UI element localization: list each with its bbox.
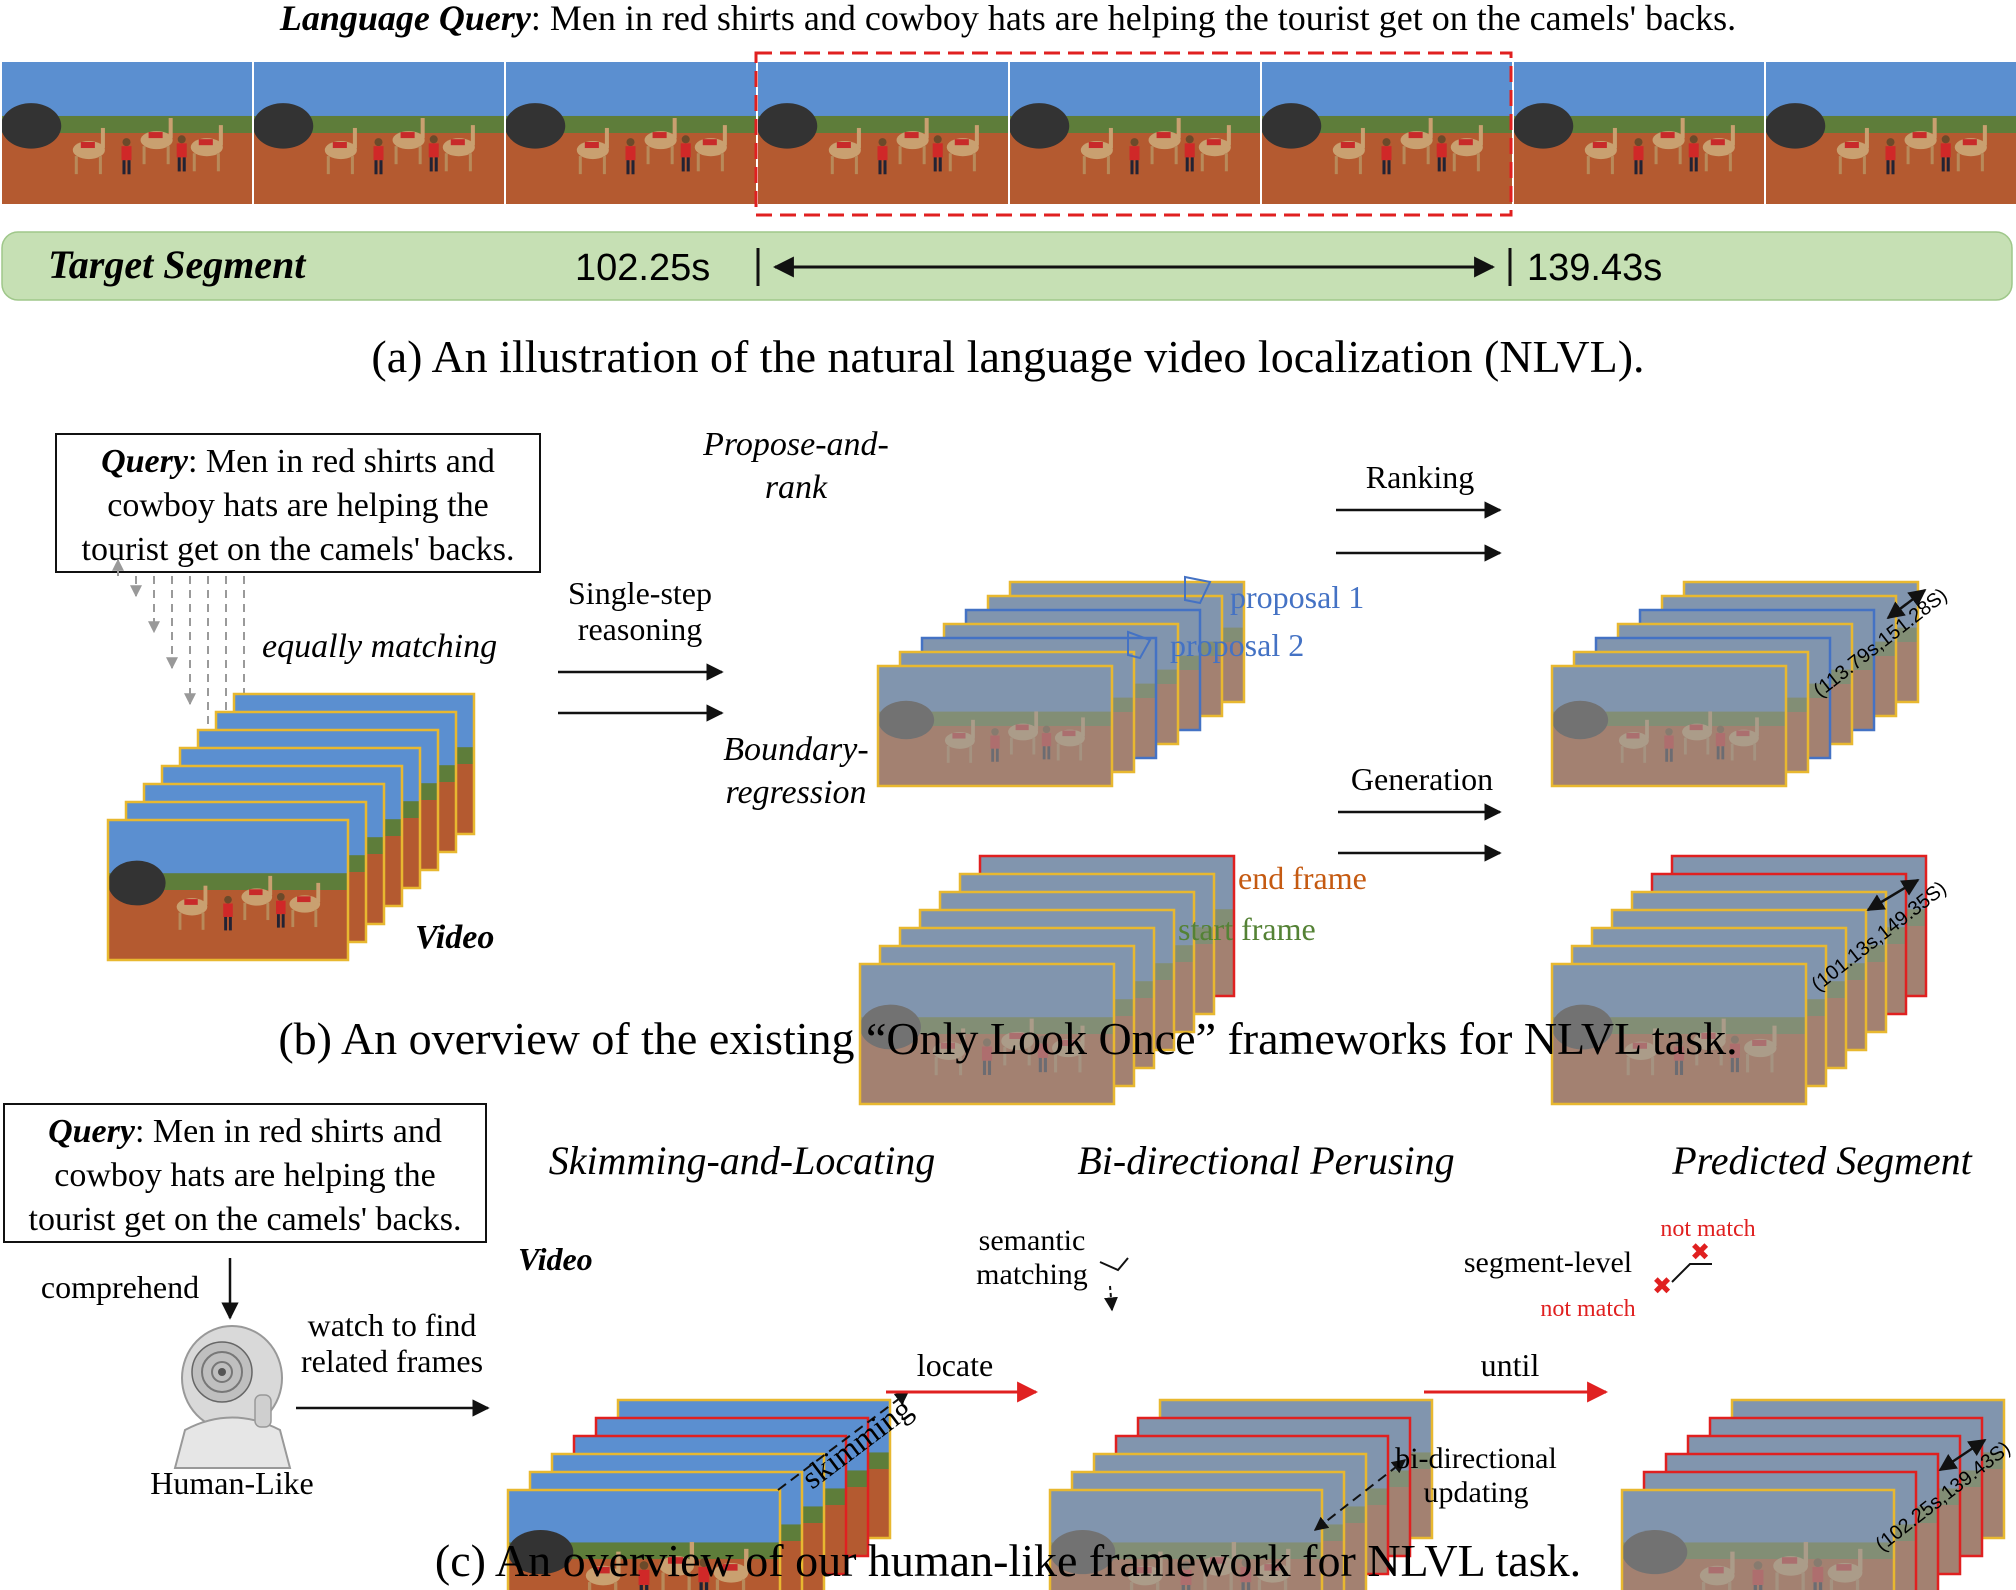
filmstrip-frame — [1261, 62, 1512, 204]
not-match-cross-1: ✖ — [1690, 1239, 1710, 1266]
stack-frame — [1552, 666, 1786, 786]
filmstrip-frame — [1765, 62, 2016, 204]
human-like-label: Human-Like — [150, 1465, 314, 1501]
query-box-b — [55, 433, 541, 573]
ranking-label: Ranking — [1366, 459, 1474, 495]
stack-frame-border — [876, 664, 1114, 788]
filmstrip-frame — [757, 62, 1008, 204]
stack-frame — [878, 666, 1112, 786]
stack-frame — [108, 820, 348, 960]
query-b-line-2: cowboy hats are helping the — [107, 487, 488, 524]
stack-frame-border — [506, 1488, 782, 1590]
not-match-cross-2: ✖ — [1652, 1273, 1672, 1300]
stack-frame-border — [858, 962, 1116, 1106]
query-c-line-1: Query: Men in red shirts and — [48, 1113, 442, 1150]
bi-updating-line-1: bi-directional — [1395, 1442, 1557, 1475]
stack-frame — [508, 1490, 780, 1590]
bi-updating-arrow — [1313, 1459, 1407, 1531]
stack-frame-border — [1550, 962, 1808, 1106]
semantic-matching-line-1: semantic — [979, 1224, 1086, 1257]
not-match-label-1: not match — [1660, 1216, 1755, 1242]
segment-level-bracket — [1671, 1263, 1712, 1283]
filmstrip-frame — [1009, 62, 1260, 204]
stack-frame-border — [1048, 1488, 1324, 1590]
proposal-1-label: proposal 1 — [1230, 579, 1364, 615]
ranked-stack — [1550, 580, 1920, 788]
result-top-arrow — [1886, 588, 1927, 620]
query-c-line-2: cowboy hats are helping the — [54, 1157, 435, 1194]
watch-line-1: watch to find — [308, 1307, 477, 1343]
human-like-robot-icon — [173, 1325, 292, 1469]
proposal-2-label: proposal 2 — [1170, 627, 1304, 663]
query-b-line-3: tourist get on the camels' backs. — [82, 531, 515, 568]
equally-matching-label: equally matching — [262, 628, 497, 665]
stack-frame — [860, 964, 1114, 1104]
proposal-2-marker — [1127, 630, 1152, 660]
filmstrip-frame — [253, 62, 504, 204]
generation-label: Generation — [1351, 761, 1493, 797]
stack-frame — [1622, 1490, 1894, 1590]
target-segment-label: Target Segment — [48, 242, 307, 287]
single-step-line-1: Single-step — [568, 575, 712, 611]
semantic-match-bracket — [1099, 1257, 1129, 1272]
bi-updating-line-2: updating — [1424, 1476, 1529, 1509]
stack-frame-border — [1550, 664, 1788, 788]
stack-frame-border — [106, 818, 350, 962]
comprehend-label: comprehend — [41, 1269, 199, 1305]
watch-line-2: related frames — [301, 1343, 483, 1379]
result-bottom-arrow — [1866, 878, 1920, 912]
boundary-line-1: Boundary- — [723, 731, 868, 768]
start-time: 102.25s — [575, 247, 710, 289]
skimming-stack — [506, 1398, 892, 1590]
end-frame-label: end frame — [1238, 860, 1367, 896]
filmstrip-frame — [1, 62, 252, 204]
not-match-label-2: not match — [1540, 1296, 1635, 1322]
target-highlight-box — [754, 51, 1513, 217]
caption-c: (c) An overview of our human-like framew… — [435, 1535, 1581, 1586]
generated-stack — [1550, 854, 1928, 1106]
video-filmstrip — [0, 62, 2016, 204]
predicted-stack — [1620, 1398, 2006, 1590]
result-c-arrow — [1938, 1438, 1987, 1472]
video-stack-b — [106, 692, 476, 962]
language-query: Language Query: Men in red shirts and co… — [279, 0, 1736, 38]
single-step-line-2: reasoning — [578, 611, 702, 647]
stack-frame-border — [1620, 1488, 1896, 1590]
semantic-matching-line-2: matching — [976, 1258, 1088, 1291]
propose-rank-line-1: Propose-and- — [702, 426, 889, 463]
skimming-locating-title: Skimming-and-Locating — [549, 1138, 936, 1183]
boundary-line-2: regression — [725, 774, 866, 811]
language-query-text: : Men in red shirts and cowboy hats are … — [531, 0, 1736, 38]
stack-frame — [1552, 964, 1806, 1104]
proposal-stack — [876, 580, 1246, 788]
predicted-segment-title: Predicted Segment — [1671, 1138, 1972, 1183]
locate-label: locate — [917, 1347, 993, 1383]
query-c-line-3: tourist get on the camels' backs. — [29, 1201, 462, 1238]
propose-rank-line-2: rank — [765, 469, 828, 506]
video-label-b: Video — [415, 919, 494, 956]
boundary-stack — [858, 854, 1236, 1106]
semantic-match-arrow — [1103, 1285, 1118, 1312]
skimming-arrow — [777, 1391, 910, 1491]
query-box-c — [3, 1103, 487, 1243]
until-label: until — [1481, 1347, 1540, 1383]
proposal-1-marker — [1184, 575, 1212, 605]
segment-level-label: segment-level — [1464, 1246, 1632, 1279]
bi-perusing-title: Bi-directional Perusing — [1077, 1138, 1454, 1183]
video-label-c: Video — [518, 1241, 593, 1277]
filmstrip-frame — [505, 62, 756, 204]
start-frame-label: start frame — [1178, 911, 1316, 947]
stack-frame — [1050, 1490, 1322, 1590]
query-b-line-1: Query: Men in red shirts and — [101, 443, 495, 480]
caption-a: (a) An illustration of the natural langu… — [371, 331, 1644, 382]
language-query-label: Language Query — [279, 0, 532, 38]
end-time: 139.43s — [1527, 247, 1662, 289]
filmstrip-frame — [1513, 62, 1764, 204]
caption-b: (b) An overview of the existing “Only Lo… — [278, 1013, 1737, 1064]
